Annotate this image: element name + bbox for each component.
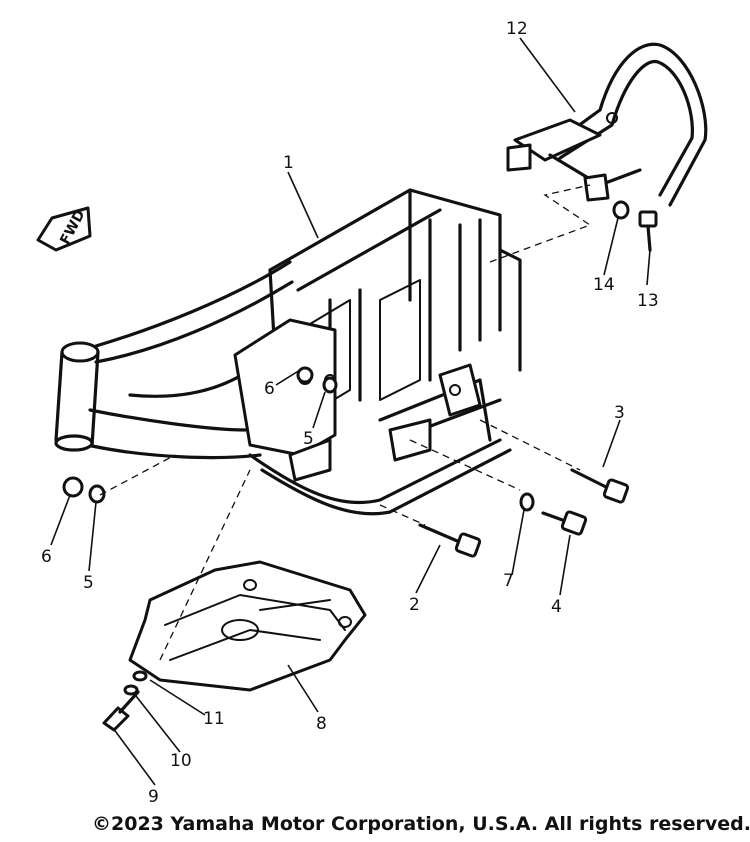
bolt-part-9 (102, 690, 140, 732)
skid-plate-part-8 (128, 560, 367, 692)
bolt-part-13 (638, 210, 658, 252)
callout-2: 2 (409, 595, 420, 615)
callout-1: 1 (283, 153, 294, 173)
callout-3: 3 (614, 403, 625, 423)
nut-part-6-lower (62, 476, 84, 498)
bolt-part-2 (418, 523, 482, 558)
callout-11: 11 (203, 709, 225, 729)
callout-5-upper: 5 (303, 429, 314, 449)
callout-labels: 1 2 3 4 5 5 6 6 7 8 9 10 11 12 13 14 (41, 19, 659, 807)
alignment-lines (99, 184, 592, 661)
washer-part-10 (123, 684, 139, 696)
callout-10: 10 (170, 751, 192, 771)
callout-14: 14 (593, 275, 615, 295)
bolt-part-3 (570, 468, 630, 504)
callout-5-lower: 5 (83, 573, 94, 593)
callout-12: 12 (506, 19, 528, 39)
copyright-notice: ©2023 Yamaha Motor Corporation, U.S.A. A… (92, 813, 750, 835)
washer-part-5-lower (88, 484, 106, 504)
frame-part-1 (54, 188, 522, 516)
washer-part-5-upper (322, 376, 338, 394)
callout-8: 8 (316, 714, 327, 734)
leader-lines (50, 37, 651, 786)
nut-part-6-upper (296, 366, 314, 384)
washer-part-11 (132, 670, 148, 682)
washer-part-14 (612, 200, 630, 220)
fwd-direction-arrow: FWD (36, 206, 92, 252)
callout-4: 4 (551, 597, 562, 617)
bolt-part-4 (541, 510, 588, 536)
callout-6-upper: 6 (264, 379, 275, 399)
washer-part-7 (519, 492, 535, 512)
rear-guard-part-12 (506, 42, 708, 207)
callout-7: 7 (503, 571, 514, 591)
callout-6-lower: 6 (41, 547, 52, 567)
callout-9: 9 (148, 787, 159, 807)
callout-13: 13 (637, 291, 659, 311)
